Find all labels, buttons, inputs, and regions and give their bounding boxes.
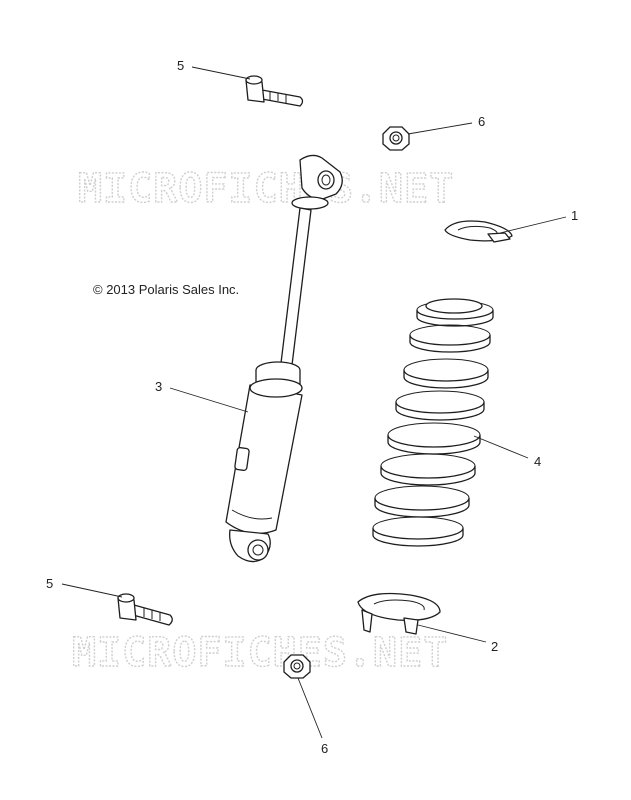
leader-6-bottom — [297, 677, 323, 739]
callout-6-top: 6 — [478, 114, 485, 129]
watermark-bottom: MICROFICHES.NET — [72, 630, 448, 676]
spring-coil-back — [403, 358, 489, 371]
spring-coil-back — [409, 324, 491, 336]
spring-coil — [409, 334, 491, 353]
callout-5-top: 5 — [177, 58, 184, 73]
spring-coil-back — [372, 516, 464, 529]
copyright-text: © 2013 Polaris Sales Inc. — [93, 282, 239, 297]
spring-top-end — [425, 298, 483, 314]
callout-1: 1 — [571, 208, 578, 223]
leader-5-top — [191, 66, 251, 80]
callout-2: 2 — [491, 639, 498, 654]
nut-top — [382, 126, 410, 151]
callout-3: 3 — [155, 379, 162, 394]
spring-seat — [357, 592, 441, 635]
callout-6-bottom: 6 — [321, 741, 328, 756]
nut-bottom — [283, 654, 311, 679]
spring-coil-back — [374, 485, 470, 499]
spring-coil-back — [380, 453, 476, 467]
shock-absorber — [225, 154, 343, 563]
spring-coil — [395, 401, 485, 421]
spring-coil-back — [395, 390, 485, 403]
leader-6-top — [407, 122, 473, 135]
spring-coil — [372, 527, 464, 547]
spring-coil — [374, 497, 470, 518]
spring-coil-back — [387, 422, 481, 436]
spring-retainer — [444, 220, 513, 243]
coil-spring — [372, 298, 494, 547]
spring-coil — [403, 369, 489, 389]
spring-coil — [416, 309, 494, 327]
leader-2 — [417, 624, 487, 643]
spring-coil — [380, 465, 476, 486]
leader-1 — [499, 216, 567, 234]
leader-5-bottom — [61, 583, 123, 598]
watermark-top: MICROFICHES.NET — [78, 166, 454, 212]
bolt-bottom — [117, 593, 173, 626]
leader-3 — [169, 387, 249, 413]
callout-5-bottom: 5 — [46, 576, 53, 591]
bolt-top — [245, 75, 304, 107]
callout-4: 4 — [534, 454, 541, 469]
leader-4 — [473, 435, 529, 459]
spring-coil — [387, 434, 481, 455]
